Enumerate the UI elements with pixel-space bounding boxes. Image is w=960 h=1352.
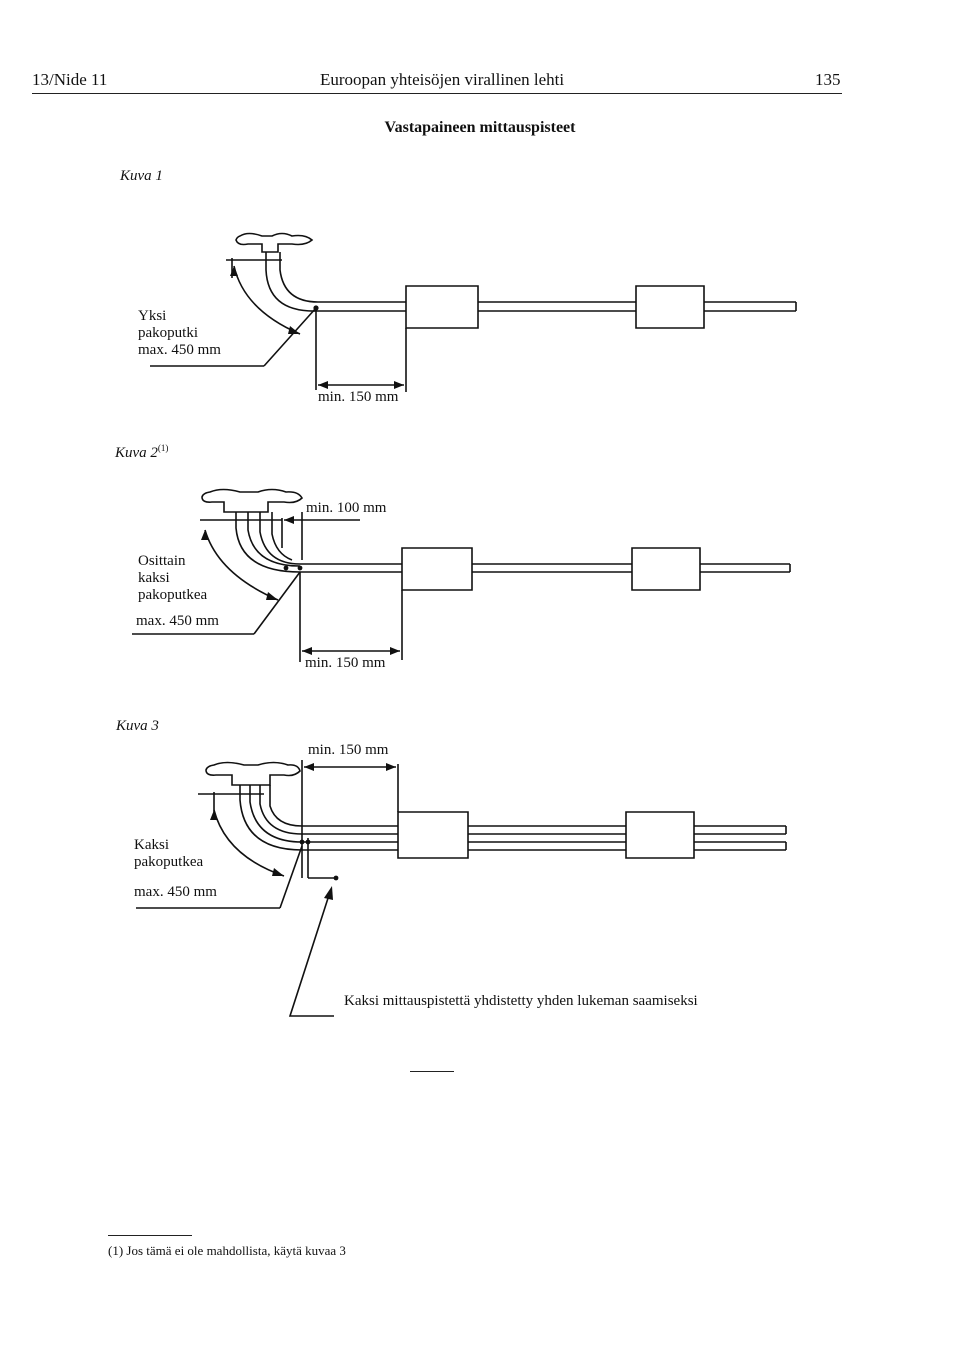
figure-2-diagram (0, 0, 960, 700)
exhaust-pipe-1 (240, 785, 398, 850)
callout-leader (290, 892, 334, 1016)
silencer-2 (632, 548, 700, 590)
running-header-title: Euroopan yhteisöjen virallinen lehti (320, 70, 565, 89)
footnote-text: Jos tämä ei ole mahdollista, käytä kuvaa… (126, 1243, 346, 1258)
silencer-2 (626, 812, 694, 858)
figure-2-label: Osittain kaksi pakoputkea (138, 553, 208, 603)
figure-1-dimension-min-150: min. 150 mm (318, 389, 399, 405)
page-title: Vastapaineen mittauspisteet (384, 119, 576, 136)
figure-2-caption: Kuva 2(1) (115, 443, 168, 462)
figure-3-diagram (0, 0, 960, 1030)
manifold-flange (206, 763, 300, 786)
silencer-1 (406, 286, 478, 328)
footnote-rule (108, 1235, 192, 1236)
figure-3-callout: Kaksi mittauspistettä yhdistetty yhden l… (344, 993, 698, 1009)
footnote-marker: (1) (108, 1243, 124, 1258)
section-divider (410, 1071, 454, 1072)
figure-3-label-max: max. 450 mm (134, 884, 217, 900)
figure-2-dimension-min-150: min. 150 mm (305, 655, 386, 671)
footnote: (1) Jos tämä ei ole mahdollista, käytä k… (108, 1243, 346, 1259)
figure-2-label-max: max. 450 mm (136, 613, 219, 629)
exhaust-pipe (236, 512, 402, 572)
manifold-flange (236, 234, 312, 253)
figure-1-caption: Kuva 1 (120, 168, 163, 184)
max-distance-arc (214, 810, 284, 876)
figure-3-dimension-min-150: min. 150 mm (308, 742, 389, 758)
figure-1-label: Yksi pakoputki max. 450 mm (138, 308, 221, 358)
silencer-1 (398, 812, 468, 858)
figure-2-footnote-ref: (1) (157, 443, 169, 453)
silencer-2 (636, 286, 704, 328)
running-header-left: 13/Nide 11 (32, 70, 108, 89)
header-rule (32, 93, 842, 94)
page-number: 135 (815, 70, 841, 89)
manifold-flange (202, 490, 302, 513)
figure-2-caption-text: Kuva 2 (115, 445, 158, 461)
figure-3-label: Kaksi pakoputkea (134, 837, 204, 870)
figure-3-caption: Kuva 3 (116, 718, 159, 734)
figure-1-diagram (0, 0, 960, 420)
silencer-1 (402, 548, 472, 590)
figure-2-dimension-min-100: min. 100 mm (306, 500, 387, 516)
